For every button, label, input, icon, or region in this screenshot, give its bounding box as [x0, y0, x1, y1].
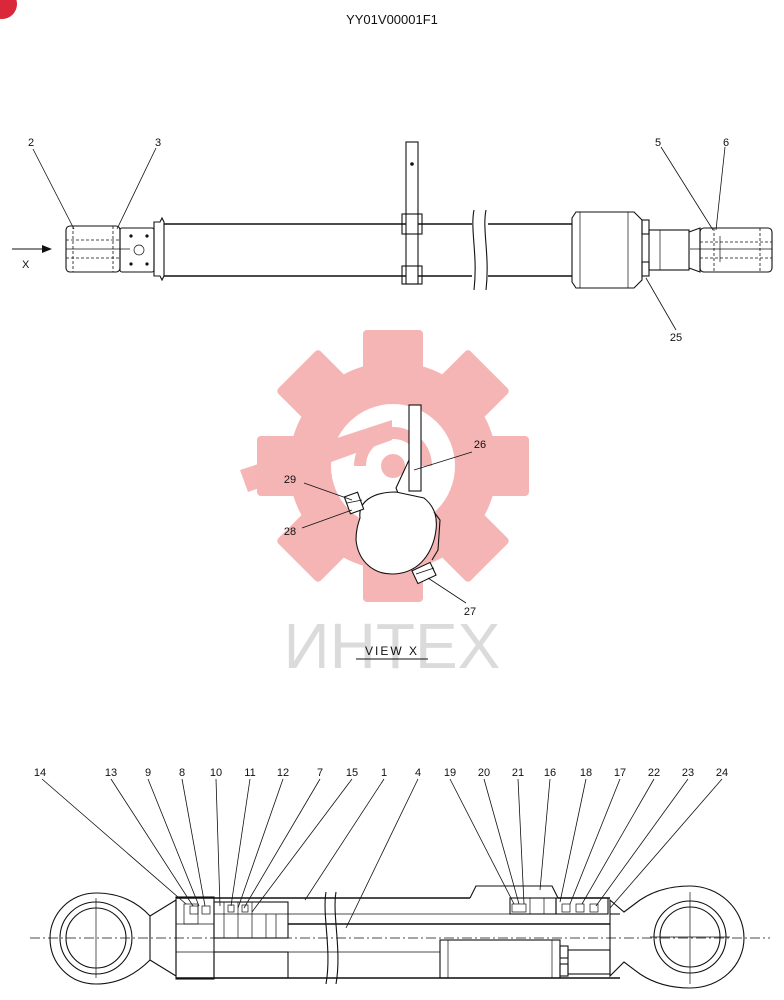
- corner-badge: [0, 0, 17, 19]
- label-19: 19: [444, 767, 456, 779]
- view-x-detail: 26 29 28 27 VIEW X: [284, 404, 486, 660]
- label-26: 26: [474, 439, 486, 451]
- label-17: 17: [614, 767, 626, 779]
- arrow-x-label: X: [22, 259, 30, 271]
- label-25: 25: [670, 332, 682, 344]
- label-2: 2: [28, 137, 34, 149]
- label-27: 27: [464, 606, 476, 618]
- cylinder-top-view: X: [12, 137, 773, 344]
- label-6: 6: [723, 137, 729, 149]
- label-4: 4: [415, 767, 421, 779]
- label-29: 29: [284, 474, 296, 486]
- label-14: 14: [34, 767, 46, 779]
- label-9: 9: [145, 767, 151, 779]
- label-11: 11: [244, 767, 255, 779]
- cylinder-section-view: 14 13 9 8 10 11 12 7 15 1 4 19 20 21 16 …: [30, 767, 770, 989]
- label-28: 28: [284, 526, 296, 538]
- label-18: 18: [580, 767, 592, 779]
- diagram-title: YY01V00001F1: [346, 12, 438, 27]
- label-22: 22: [648, 767, 660, 779]
- label-15: 15: [346, 767, 358, 779]
- label-20: 20: [478, 767, 490, 779]
- label-13: 13: [105, 767, 117, 779]
- label-5: 5: [655, 137, 661, 149]
- label-16: 16: [544, 767, 556, 779]
- label-8: 8: [179, 767, 185, 779]
- label-12: 12: [277, 767, 289, 779]
- label-21: 21: [512, 767, 524, 779]
- label-1: 1: [381, 767, 387, 779]
- label-7: 7: [317, 767, 323, 779]
- label-3: 3: [155, 137, 161, 149]
- view-x-label: VIEW X: [365, 644, 419, 658]
- watermark-text: ИНТЕХ: [284, 610, 501, 682]
- label-23: 23: [682, 767, 694, 779]
- watermark-gear-logo: [240, 330, 529, 602]
- label-24: 24: [716, 767, 728, 779]
- label-10: 10: [210, 767, 222, 779]
